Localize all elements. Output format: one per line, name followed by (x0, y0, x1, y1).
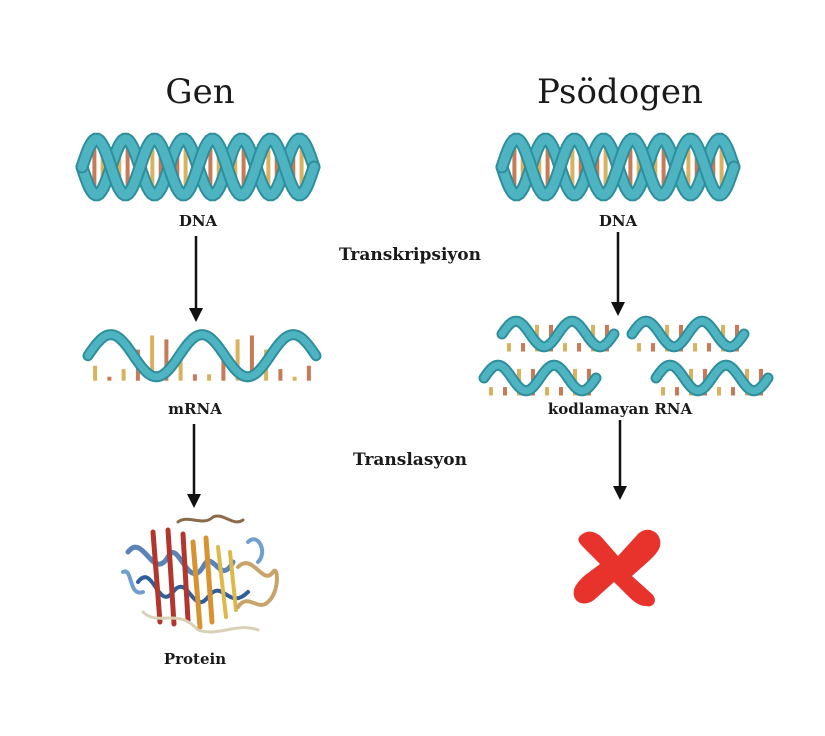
rna-backbone-highlight (498, 317, 618, 351)
translation-label: Translasyon (353, 450, 467, 470)
gen-title: Gen (165, 72, 235, 112)
left-mrna-label: mRNA (168, 400, 222, 418)
rna-backbone-highlight (652, 361, 772, 395)
protein-structure-icon (121, 514, 279, 634)
left-arrow-dna-to-mrna (189, 236, 203, 322)
rna-backbone-highlight (84, 331, 320, 381)
right-arrow-dna-to-ncrna (611, 232, 625, 316)
rna-backbone-highlight (628, 317, 748, 351)
pseudogene-title: Psödogen (537, 72, 703, 112)
left-dna-label: DNA (178, 212, 218, 230)
dna-backbone-strand-highlight (497, 134, 739, 200)
left-mrna-strand (82, 329, 322, 383)
left-dna-helix (75, 132, 321, 202)
right-arrow-ncrna-to-none (613, 420, 627, 500)
transcription-label: Transkripsiyon (338, 245, 481, 265)
ncrna-fragment-3 (478, 359, 602, 397)
ncrna-fragment-2 (626, 315, 750, 353)
right-dna-label: DNA (598, 212, 638, 230)
noncoding-rna-label: kodlamayan RNA (547, 400, 693, 418)
red-x-icon (573, 529, 661, 607)
ncrna-fragment-1 (496, 315, 620, 353)
left-arrow-mrna-to-protein (187, 424, 201, 508)
right-dna-helix (495, 132, 741, 202)
protein-label: Protein (163, 650, 227, 668)
ncrna-fragment-4 (650, 359, 774, 397)
dna-backbone-strand-highlight (77, 134, 319, 200)
rna-backbone-highlight (480, 361, 600, 395)
